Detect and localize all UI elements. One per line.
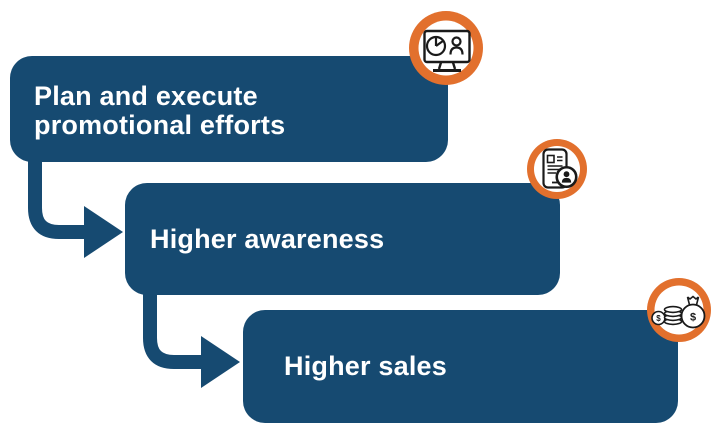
elbow-arrow-1 <box>28 160 123 258</box>
analytics-monitor-icon <box>409 11 483 85</box>
dollar-sign: $ <box>656 314 661 323</box>
step-box-higher-awareness: Higher awareness <box>125 183 560 295</box>
step-label-line: Higher awareness <box>150 223 385 254</box>
money-bag-icon: $ $ <box>647 278 711 342</box>
step-label-line: Plan and execute <box>34 81 258 111</box>
step-label-line: Higher sales <box>284 351 447 381</box>
step-box-plan-execute: Plan and execute promotional efforts <box>10 56 448 162</box>
step-label-line: promotional efforts <box>34 110 286 140</box>
smartphone-audience-icon <box>527 139 587 199</box>
elbow-arrow-2 <box>143 293 240 388</box>
dollar-sign: $ <box>690 312 696 324</box>
step-box-higher-sales: Higher sales <box>243 310 678 423</box>
